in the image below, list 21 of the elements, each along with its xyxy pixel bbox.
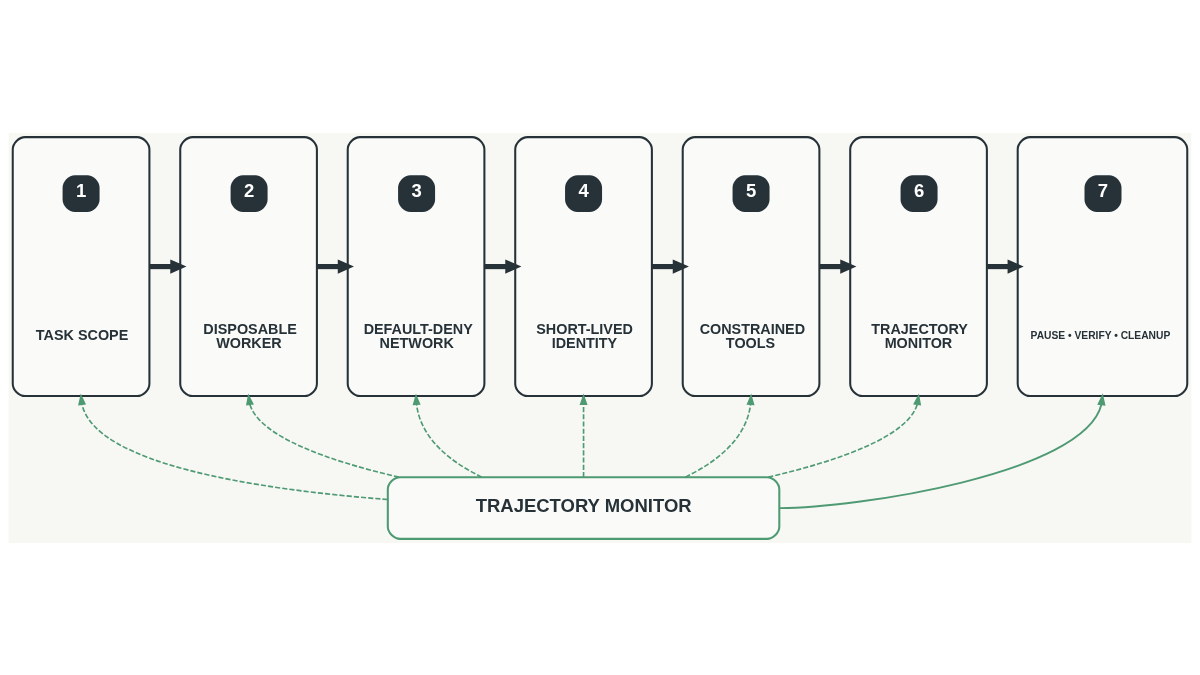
arrow (767, 393, 922, 478)
arrow (484, 259, 522, 274)
node-box: TRAJECTORY MONITOR (386, 475, 781, 540)
arrow (78, 393, 389, 500)
arrow (412, 393, 483, 478)
arrow (651, 259, 689, 274)
arrow (149, 259, 187, 274)
arrow (987, 259, 1024, 274)
arrow (778, 392, 1106, 509)
arrow (245, 393, 400, 478)
arrow (684, 393, 755, 478)
arrow (819, 259, 857, 274)
node-box: 5 CONSTRAINED TOOLS (681, 135, 821, 397)
node-box: 4 SHORT-LIVED IDENTITY (514, 135, 653, 397)
arrow (316, 259, 354, 274)
node-box: 7 PAUSE • VERIFY • CLEANUP (1016, 135, 1189, 397)
node-box: 1 TASK SCOPE (11, 135, 151, 397)
node-box: 6 TRAJECTORY MONITOR (849, 135, 988, 397)
arrow (579, 393, 588, 478)
node-box: 3 DEFAULT-DENY NETWORK (346, 135, 486, 397)
node-box: 2 DISPOSABLE WORKER (179, 135, 318, 397)
